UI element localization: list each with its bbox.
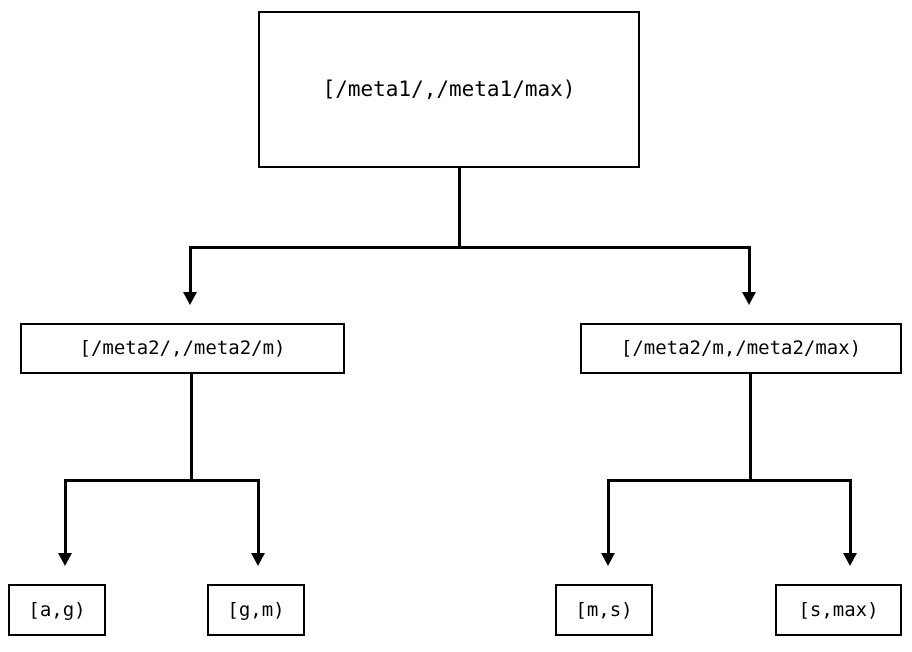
node-leaf-1[interactable]: [a,g): [8, 584, 106, 636]
edge-mid-left-to-leaf-1-drop: [64, 479, 67, 553]
edge-mid-right-to-leaf-3-drop: [607, 479, 610, 553]
node-mid-right-label: [/meta2/m,/meta2/max): [620, 337, 862, 359]
arrowhead-icon-mid-left-to-leaf-1: [58, 553, 72, 566]
node-leaf-4-label: [s,max): [798, 598, 879, 621]
arrowhead-icon-mid-left-to-leaf-2: [251, 553, 265, 566]
node-mid-right[interactable]: [/meta2/m,/meta2/max): [580, 323, 902, 374]
node-root-label: [/meta1/,/meta1/max): [322, 77, 576, 101]
node-root[interactable]: [/meta1/,/meta1/max): [258, 11, 640, 168]
node-leaf-2[interactable]: [g,m): [207, 584, 305, 636]
node-leaf-1-label: [a,g): [28, 598, 86, 621]
edge-root-stem: [458, 168, 461, 248]
arrowhead-icon-root-to-mid-right: [742, 292, 756, 305]
node-mid-left-label: [/meta2/,/meta2/m): [79, 337, 286, 359]
arrowhead-icon-mid-right-to-leaf-4: [843, 553, 857, 566]
arrowhead-icon-root-to-mid-left: [183, 292, 197, 305]
arrowhead-icon-mid-right-to-leaf-3: [601, 553, 615, 566]
edge-root-to-mid-right-drop: [748, 246, 751, 292]
node-leaf-4[interactable]: [s,max): [775, 584, 902, 636]
edge-mid-right-stem: [749, 374, 752, 482]
edge-mid-right-to-leaf-4-drop: [849, 479, 852, 553]
edge-root-to-mid-left-drop: [189, 246, 192, 292]
edge-mid-left-stem: [190, 374, 193, 482]
node-leaf-3[interactable]: [m,s): [555, 584, 653, 636]
node-leaf-3-label: [m,s): [575, 598, 633, 621]
edge-mid-left-branch-bar: [64, 479, 260, 482]
edge-mid-right-branch-bar: [607, 479, 852, 482]
edge-root-branch-bar: [189, 246, 750, 249]
node-leaf-2-label: [g,m): [227, 598, 285, 621]
edge-mid-left-to-leaf-2-drop: [257, 479, 260, 553]
node-mid-left[interactable]: [/meta2/,/meta2/m): [20, 323, 345, 374]
